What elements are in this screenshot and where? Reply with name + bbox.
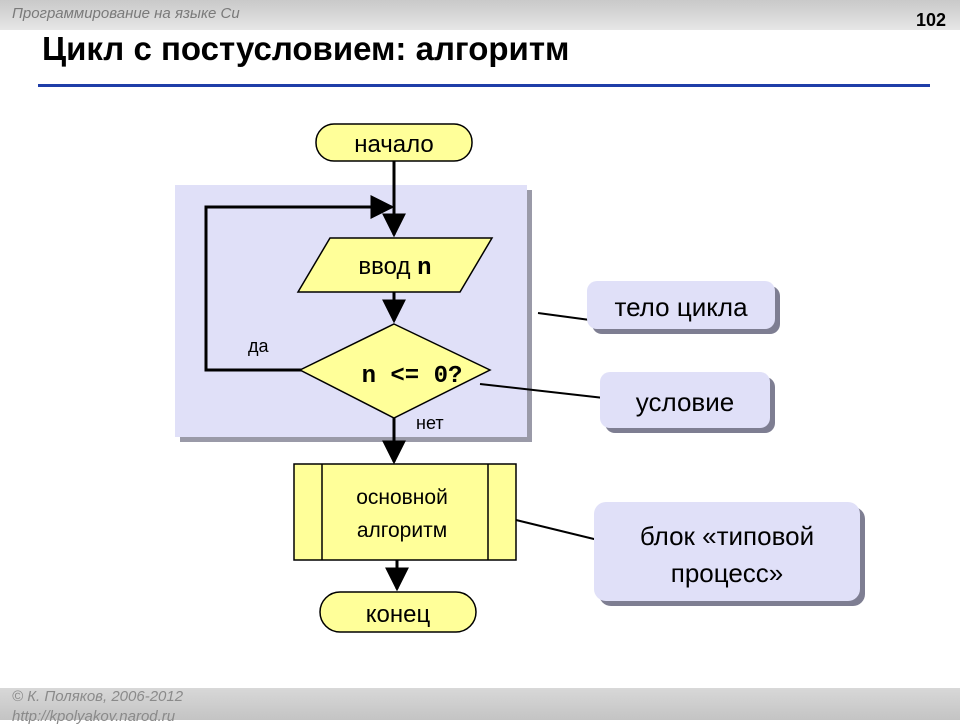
- arrow-loop-back-yes: [204, 195, 395, 372]
- footer-url: http://kpolyakov.narod.ru: [12, 708, 176, 725]
- leader-line-loop-body: [537, 312, 591, 321]
- condition-var: n: [362, 363, 376, 390]
- condition-block: n <= 0?: [298, 323, 492, 419]
- process-block: основной алгоритм: [293, 463, 517, 561]
- leader-line-block: [515, 519, 599, 541]
- slide-title: Цикл с постусловием: алгоритм: [42, 30, 570, 67]
- yes-label: да: [248, 336, 270, 356]
- loop-body-region: [175, 185, 527, 437]
- header-bar: Программирование на языке Си 102: [0, 0, 960, 30]
- input-var: n: [417, 255, 431, 282]
- callout-block-line1: блок «типовой: [640, 521, 814, 551]
- footer-bar: © К. Поляков, 2006-2012 http://kpolyakov…: [0, 688, 960, 725]
- callout-loop-body-text: тело цикла: [614, 292, 748, 322]
- title-underline: [38, 84, 930, 87]
- process-line1: основной: [356, 486, 448, 509]
- condition-text: n <= 0?: [362, 363, 463, 390]
- condition-question: ?: [448, 363, 462, 390]
- condition-op: <= 0: [376, 363, 448, 390]
- end-label: конец: [366, 601, 431, 628]
- leader-line-condition: [479, 383, 605, 399]
- page-number: 102: [915, 10, 946, 30]
- flowchart-diagram: тело цикла условие блок «типовой процесс…: [175, 123, 865, 633]
- callout-condition: условие: [600, 372, 775, 433]
- no-label: нет: [416, 413, 444, 433]
- copyright-text: © К. Поляков, 2006-2012: [12, 688, 184, 705]
- course-name: Программирование на языке Си: [12, 5, 240, 22]
- process-line2: алгоритм: [357, 519, 447, 542]
- callout-block-line2: процесс»: [671, 558, 784, 588]
- input-prefix: ввод: [358, 253, 417, 280]
- input-block: ввод n: [296, 237, 494, 293]
- end-terminator: конец: [319, 591, 477, 633]
- start-terminator: начало: [315, 123, 473, 162]
- start-label: начало: [354, 131, 434, 158]
- callout-condition-text: условие: [636, 387, 734, 417]
- callout-block: блок «типовой процесс»: [594, 502, 865, 606]
- callout-loop-body: тело цикла: [587, 281, 780, 334]
- input-text: ввод n: [358, 253, 431, 282]
